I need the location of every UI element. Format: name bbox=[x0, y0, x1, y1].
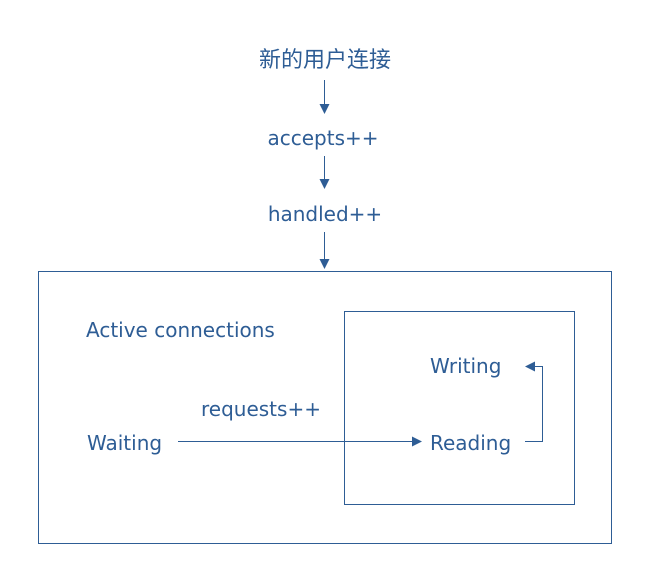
arrow-reading-to-writing bbox=[525, 361, 543, 442]
label-reading: Reading bbox=[430, 431, 511, 455]
active-connections-box bbox=[38, 271, 612, 544]
label-accepts: accepts++ bbox=[267, 126, 378, 150]
reading-writing-box bbox=[344, 311, 575, 505]
label-handled: handled++ bbox=[268, 202, 382, 226]
label-requests: requests++ bbox=[201, 397, 321, 421]
label-waiting: Waiting bbox=[87, 431, 162, 455]
label-new-connection: 新的用户连接 bbox=[259, 48, 391, 73]
label-active-connections: Active connections bbox=[86, 318, 275, 342]
label-writing: Writing bbox=[430, 354, 501, 378]
